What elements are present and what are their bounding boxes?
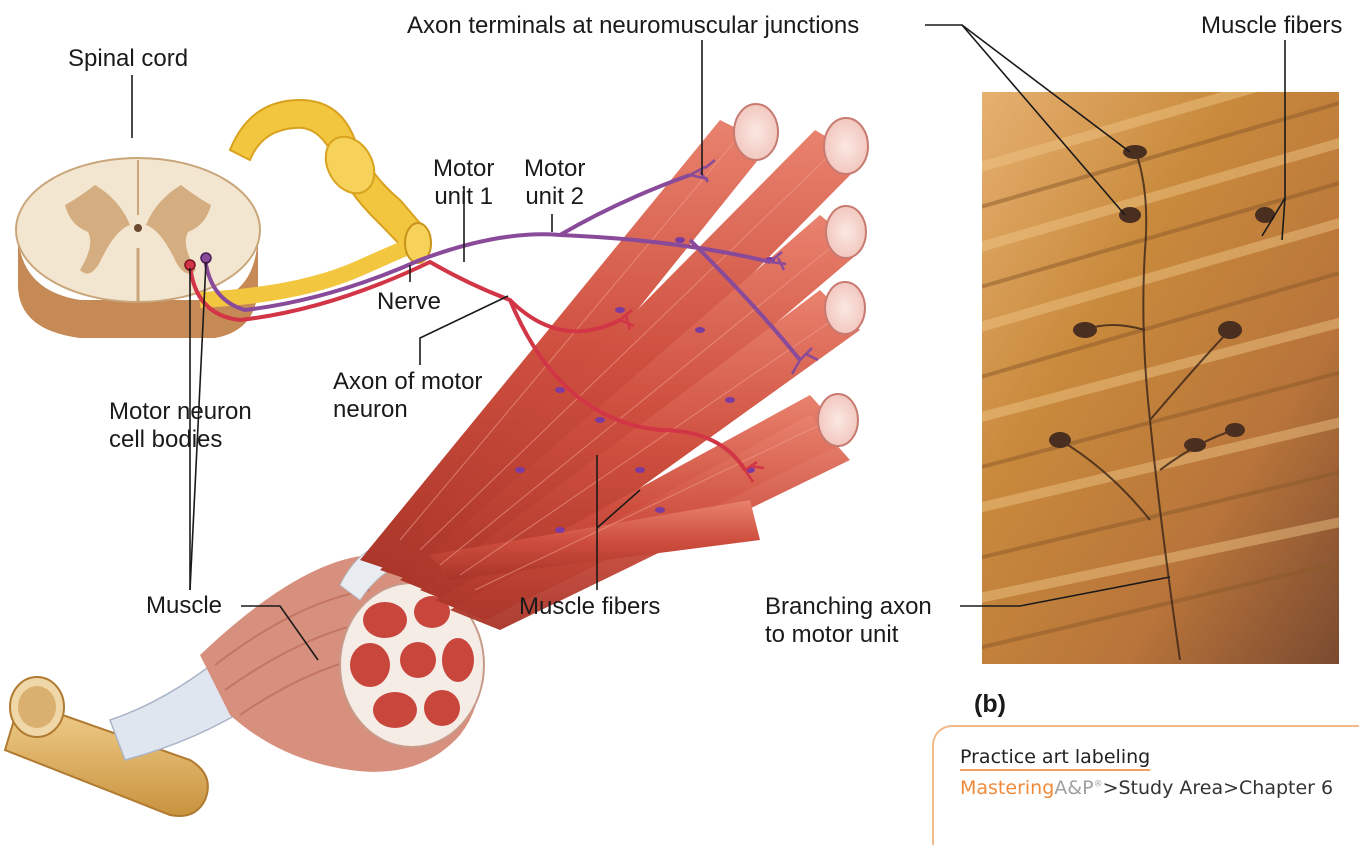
mastering-ap-path[interactable]: MasteringA&P®>Study Area>Chapter 6 [960,777,1333,799]
micrograph [970,60,1350,664]
motor-unit-1-label: Motor unit 1 [433,155,494,211]
motor-neuron-cell-body-2 [201,253,211,263]
brand-ap: A&P [1054,777,1093,799]
motor-unit-2-label: Motor unit 2 [524,155,585,211]
spinal-cord-label: Spinal cord [68,45,188,73]
practice-title-link[interactable]: Practice art labeling [960,746,1150,771]
axon-terminals-label: Axon terminals at neuromuscular junction… [407,12,859,40]
brand-registered-mark: ® [1094,780,1103,790]
practice-art-labeling-box: Practice art labeling MasteringA&P®>Stud… [932,725,1359,845]
muscle-fibers-label: Muscle fibers [519,593,660,621]
axon-of-motor-neuron-label: Axon of motor neuron [333,368,482,424]
motor-neuron-cell-bodies-label: Motor neuron cell bodies [109,398,252,454]
branching-axon-label: Branching axon to motor unit [765,593,932,649]
muscle-label: Muscle [146,592,222,620]
brand-mastering: Mastering [960,777,1054,799]
study-area-path: >Study Area>Chapter 6 [1103,777,1334,799]
muscle-fibers-micrograph-label: Muscle fibers [1201,12,1342,40]
nerve-label: Nerve [377,288,441,316]
spinal-cord [16,158,260,338]
panel-label-b: (b) [974,690,1006,719]
